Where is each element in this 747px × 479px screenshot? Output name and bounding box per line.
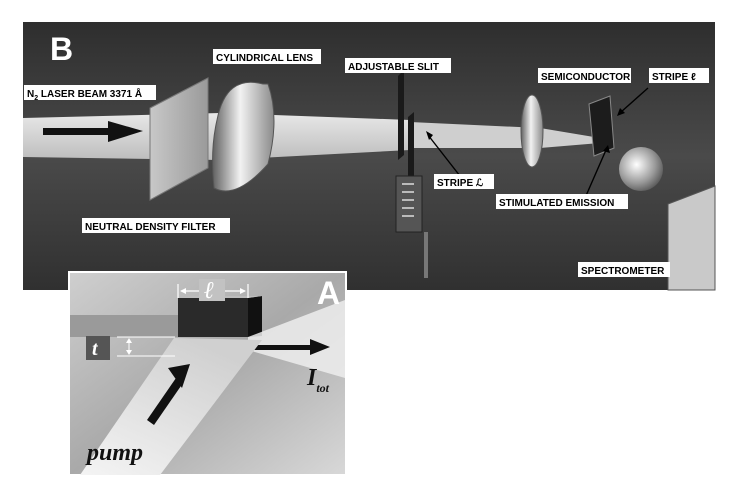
stripe-end-face bbox=[248, 296, 262, 337]
itot-symbol: Itot bbox=[306, 365, 330, 395]
panel-b-labels: N2 LASER BEAM 3371 Å CYLINDRICAL LENS AD… bbox=[24, 49, 709, 277]
panel-a-letter: A bbox=[317, 275, 340, 311]
stripe-l-script-label: STRIPE ℒ bbox=[437, 178, 483, 189]
collection-lens-shape bbox=[619, 147, 663, 191]
thickness-dimension bbox=[117, 336, 175, 357]
semiconductor-label: SEMICONDUCTOR bbox=[541, 72, 631, 83]
focused-beam bbox=[410, 122, 600, 148]
panel-b-letter: B bbox=[50, 31, 73, 67]
focusing-lens-shape bbox=[520, 94, 544, 168]
panel-b: B N2 LASER BEAM 3371 Å CYLINDRICAL LENS … bbox=[23, 22, 716, 291]
stripe-l-script-label-bg bbox=[434, 174, 494, 189]
stripe-l-small-label: STRIPE ℓ bbox=[652, 72, 696, 83]
beam-direction-arrow bbox=[43, 121, 143, 142]
adjustable-slit-label: ADJUSTABLE SLIT bbox=[348, 62, 439, 73]
pump-arrow bbox=[147, 364, 190, 425]
excitation-stripe-block bbox=[178, 298, 248, 337]
t-symbol: t bbox=[92, 338, 99, 360]
cylindrical-lens-shape bbox=[212, 81, 275, 192]
spectrometer-label: SPECTROMETER bbox=[581, 266, 665, 277]
output-beam bbox=[248, 300, 345, 378]
label-pointers bbox=[426, 87, 649, 199]
pump-beam bbox=[80, 338, 262, 475]
stimulated-emission-label: STIMULATED EMISSION bbox=[499, 198, 614, 209]
stripe-l-small-label-bg bbox=[649, 68, 709, 83]
output-arrow bbox=[252, 339, 330, 355]
stimulated-emission-label-bg bbox=[496, 194, 628, 209]
spectrometer-label-bg bbox=[578, 262, 670, 277]
cylindrical-lens-label: CYLINDRICAL LENS bbox=[216, 53, 313, 64]
laser-beam-label-bg bbox=[24, 85, 156, 100]
panel-a: ℓ t Itot pump A bbox=[68, 271, 347, 476]
semiconductor-shape bbox=[588, 95, 615, 157]
pump-label: pump bbox=[85, 440, 143, 466]
semiconductor-label-bg bbox=[538, 68, 631, 83]
spectrometer-shape bbox=[667, 185, 716, 291]
neutral-density-filter-shape bbox=[149, 77, 209, 201]
t-symbol-bg bbox=[86, 336, 110, 360]
cylindrical-lens-label-bg bbox=[213, 49, 321, 64]
neutral-density-filter-label-bg bbox=[82, 218, 230, 233]
ell-symbol: ℓ bbox=[204, 278, 214, 304]
adjustable-slit-label-bg bbox=[345, 58, 451, 73]
ell-symbol-bg bbox=[199, 279, 225, 301]
laser-beam-label: N2 LASER BEAM 3371 Å bbox=[27, 87, 142, 102]
adjustable-slit-shape bbox=[395, 70, 428, 278]
stripe-side-face bbox=[70, 315, 178, 337]
neutral-density-filter-label: NEUTRAL DENSITY FILTER bbox=[85, 222, 216, 233]
